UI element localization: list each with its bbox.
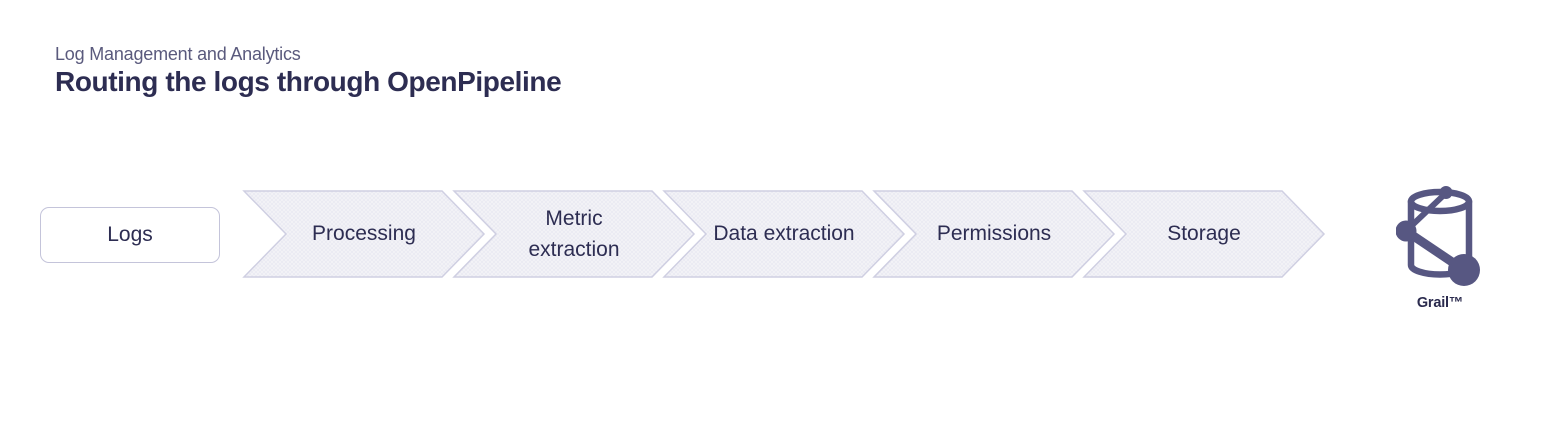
stage-chevron-shape xyxy=(872,190,1116,278)
grail-database-network-icon xyxy=(1396,186,1480,286)
grail-destination: Grail™ xyxy=(1388,186,1492,311)
stage-chevron-shape xyxy=(452,190,696,278)
stage-chevron-shape xyxy=(662,190,906,278)
pipeline-chevrons xyxy=(242,190,1326,278)
logs-source-box: Logs xyxy=(40,207,220,263)
stage-chevron-shape xyxy=(1082,190,1326,278)
eyebrow-text: Log Management and Analytics xyxy=(55,44,301,64)
logs-source-label: Logs xyxy=(107,223,153,246)
stage-chevron-shape xyxy=(242,190,486,278)
page-title: Routing the logs through OpenPipeline xyxy=(55,66,562,97)
grail-label: Grail™ xyxy=(1416,295,1464,311)
